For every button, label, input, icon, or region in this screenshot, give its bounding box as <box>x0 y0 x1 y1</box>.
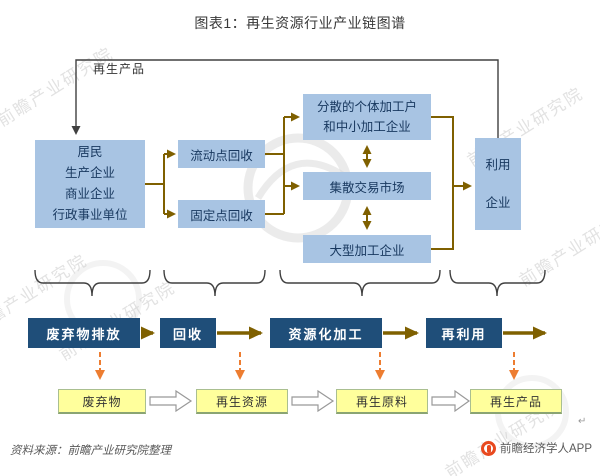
dashed-mapping-arrows <box>95 352 519 380</box>
flow-arrows <box>145 112 472 250</box>
product-block-arrows <box>149 389 471 413</box>
grouping-braces <box>34 269 546 297</box>
recycled-product-loop-line <box>71 59 499 138</box>
